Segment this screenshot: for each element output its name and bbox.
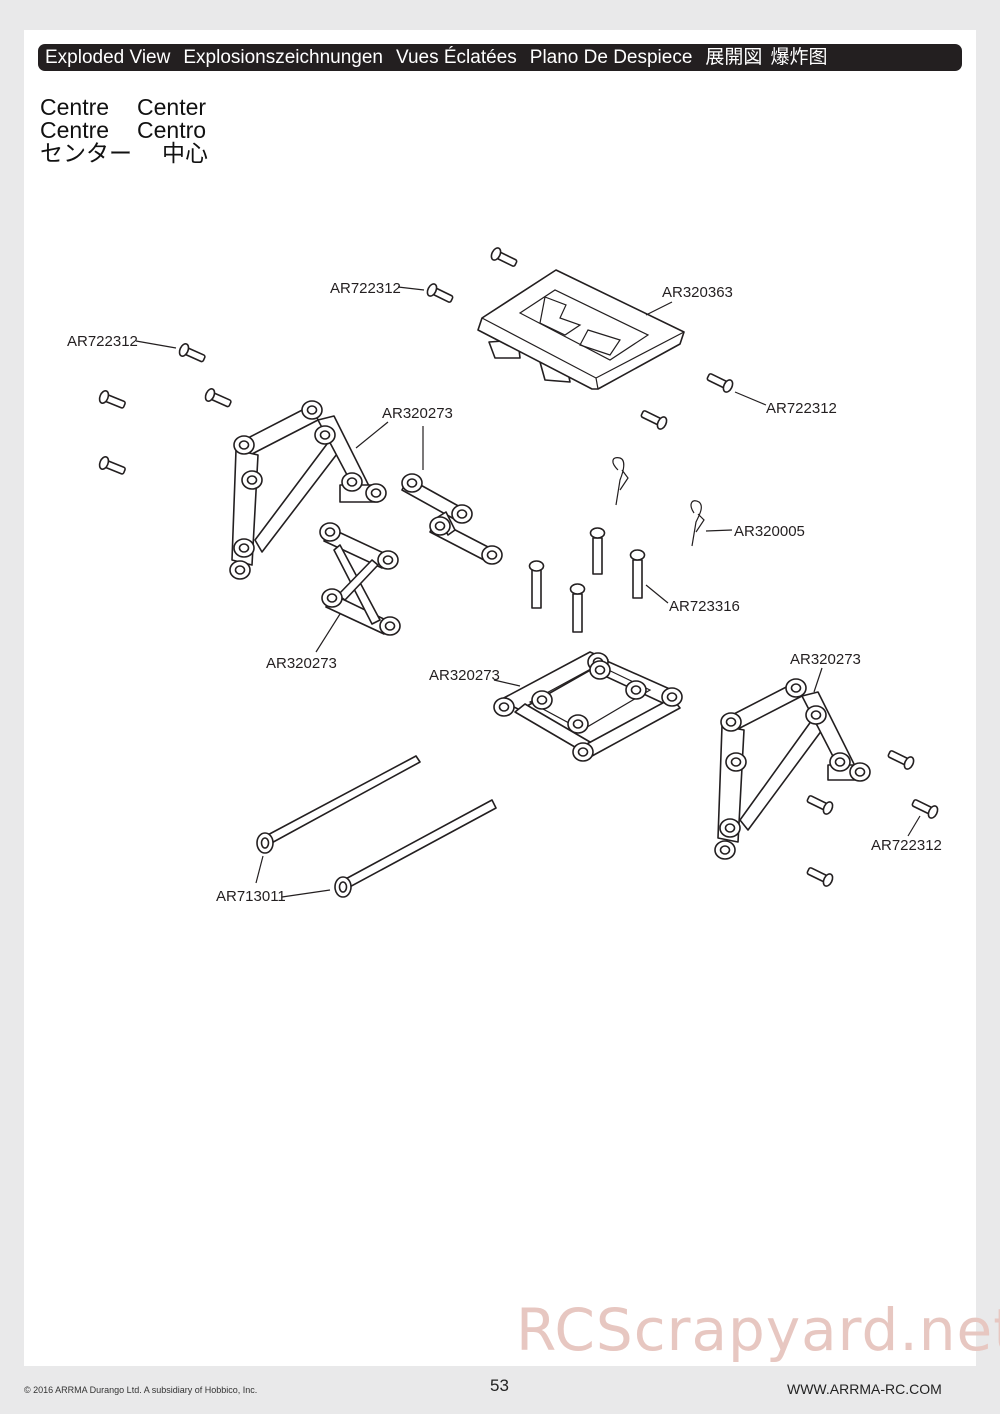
upper-small-brace (401, 473, 503, 565)
label-brace-upper: AR320273 (382, 405, 453, 422)
section-label-fr: Centre (40, 117, 110, 143)
title-en: Exploded View (45, 47, 171, 68)
footer-copyright: © 2016 ARRMA Durango Ltd. A subsidiary o… (24, 1385, 258, 1395)
section-label-zh: 中心 (162, 140, 208, 166)
cap-screws-723316 (528, 527, 646, 633)
body-clips-320005 (612, 457, 705, 547)
label-screw-left: AR722312 (67, 333, 138, 350)
label-brace-left: AR320273 (266, 655, 337, 672)
page-number: 53 (490, 1376, 509, 1395)
footer-url: WWW.ARRMA-RC.COM (787, 1381, 942, 1397)
x-brace (319, 522, 401, 636)
label-body-mount-plate: AR320363 (662, 284, 733, 301)
title-fr: Vues Éclatées (396, 47, 517, 68)
label-brace-right: AR320273 (790, 651, 861, 668)
label-body-clip: AR320005 (734, 523, 805, 540)
label-cap-screw: AR723316 (669, 598, 740, 615)
title-ja: 展開図 (705, 47, 763, 68)
body-mount-plate (477, 269, 685, 390)
section-label-uk: Centre (40, 94, 110, 120)
left-a-brace (229, 400, 387, 580)
title-de: Explosionszeichnungen (183, 47, 383, 68)
right-a-brace (714, 678, 871, 860)
body-posts-713011 (256, 755, 497, 898)
section-label-ja: センター (40, 140, 132, 166)
label-body-post: AR713011 (216, 888, 286, 905)
watermark: RCScrapyard.net (516, 1296, 1000, 1364)
label-screw-right-upper: AR722312 (766, 400, 837, 417)
title-es: Plano De Despiece (529, 47, 693, 68)
leader-lines (135, 286, 921, 898)
section-label-es: Centro (137, 117, 207, 143)
label-brace-center: AR320273 (429, 667, 500, 684)
section-label-us: Center (137, 94, 207, 120)
label-screw-top: AR722312 (330, 280, 401, 297)
title-zh: 爆炸图 (770, 47, 828, 68)
label-screw-right-lower: AR722312 (871, 837, 942, 854)
center-frame-brace (493, 651, 683, 762)
exploded-view-title-bar: Exploded View Explosionszeichnungen Vues É… (38, 44, 962, 71)
